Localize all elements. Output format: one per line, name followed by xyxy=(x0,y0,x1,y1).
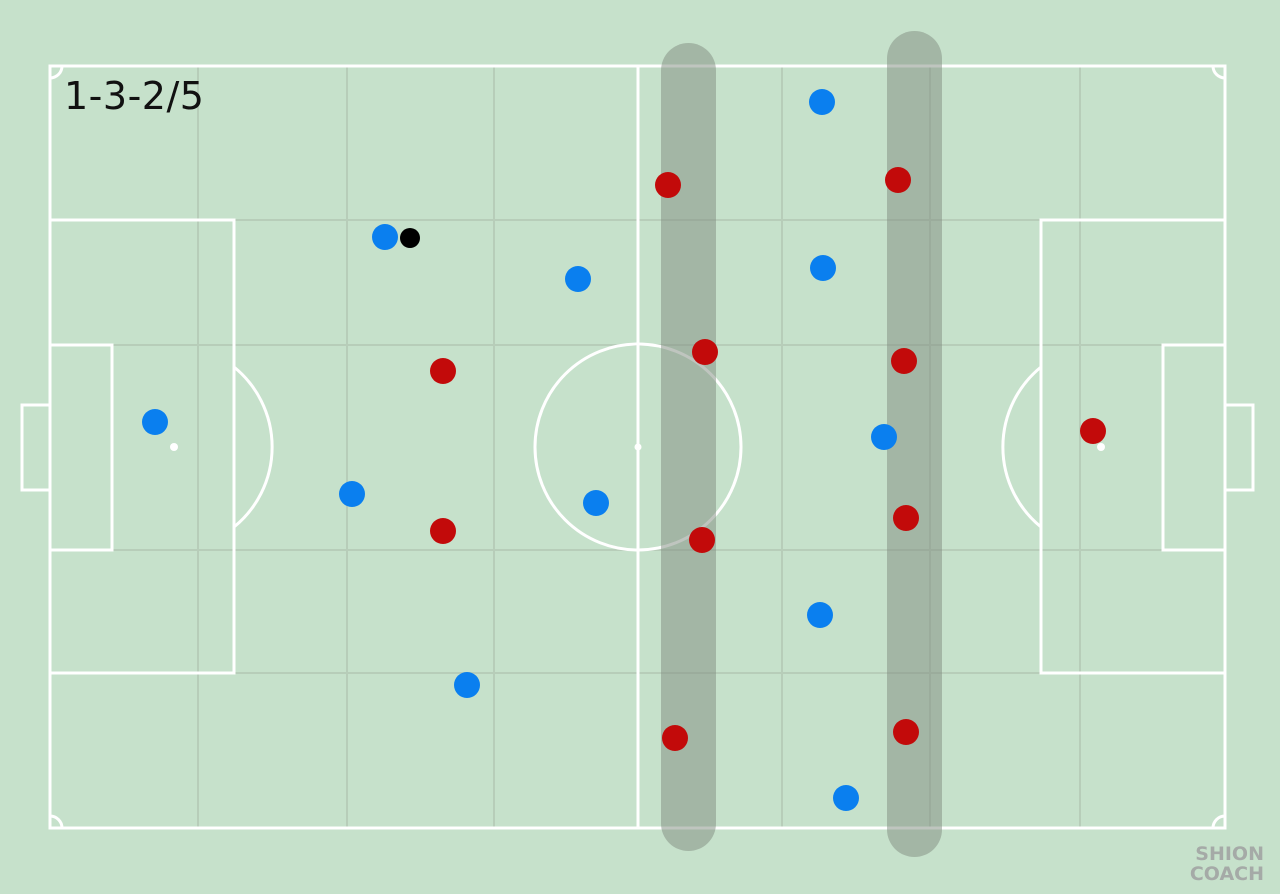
left-penalty-spot xyxy=(170,443,178,451)
ball xyxy=(400,228,420,248)
blue-player-blue-4 xyxy=(583,490,609,516)
red-player-red-5 xyxy=(689,527,715,553)
corner-arc xyxy=(1211,814,1226,829)
blue-player-blue-3 xyxy=(339,481,365,507)
blue-player-blue-7 xyxy=(810,255,836,281)
red-player-red-2 xyxy=(430,518,456,544)
red-player-red-1 xyxy=(430,358,456,384)
corner-arc xyxy=(49,65,64,80)
watermark-line-2: COACH xyxy=(1189,863,1264,885)
left-goal-area xyxy=(48,343,114,552)
red-player-red-8 xyxy=(891,348,917,374)
defensive-lane-1 xyxy=(661,43,716,851)
center-spot xyxy=(634,443,642,451)
right-penalty-area xyxy=(1039,218,1227,675)
red-player-red-6 xyxy=(662,725,688,751)
defensive-lane-2 xyxy=(887,31,942,857)
red-player-red-4 xyxy=(692,339,718,365)
blue-player-blue-9 xyxy=(807,602,833,628)
blue-player-blue-2 xyxy=(565,266,591,292)
right-penalty-spot xyxy=(1097,443,1105,451)
right-penalty-arc xyxy=(1001,365,1042,529)
red-player-red-10 xyxy=(893,719,919,745)
watermark-line-1: SHION xyxy=(1195,843,1264,865)
red-player-red-9 xyxy=(893,505,919,531)
center-circle xyxy=(533,342,743,552)
pitch-lines xyxy=(20,64,1255,830)
corner-arc xyxy=(49,814,64,829)
corner-arc xyxy=(1211,65,1226,80)
blue-player-blue-gk xyxy=(142,409,168,435)
red-player-red-3 xyxy=(655,172,681,198)
formation-label: 1-3-2/5 xyxy=(64,74,205,118)
blue-player-blue-10 xyxy=(833,785,859,811)
blue-player-blue-8 xyxy=(871,424,897,450)
watermark-logo: SHION COACH xyxy=(1190,844,1264,884)
right-goal-area xyxy=(1161,343,1227,552)
left-penalty-arc xyxy=(233,365,274,529)
blue-player-blue-6 xyxy=(809,89,835,115)
red-player-red-7 xyxy=(885,167,911,193)
right-goal xyxy=(1223,403,1255,492)
blue-player-blue-1 xyxy=(372,224,398,250)
blue-player-blue-5 xyxy=(454,672,480,698)
players-layer xyxy=(142,89,1106,811)
red-player-red-gk xyxy=(1080,418,1106,444)
left-goal xyxy=(20,403,52,492)
left-penalty-area xyxy=(48,218,236,675)
